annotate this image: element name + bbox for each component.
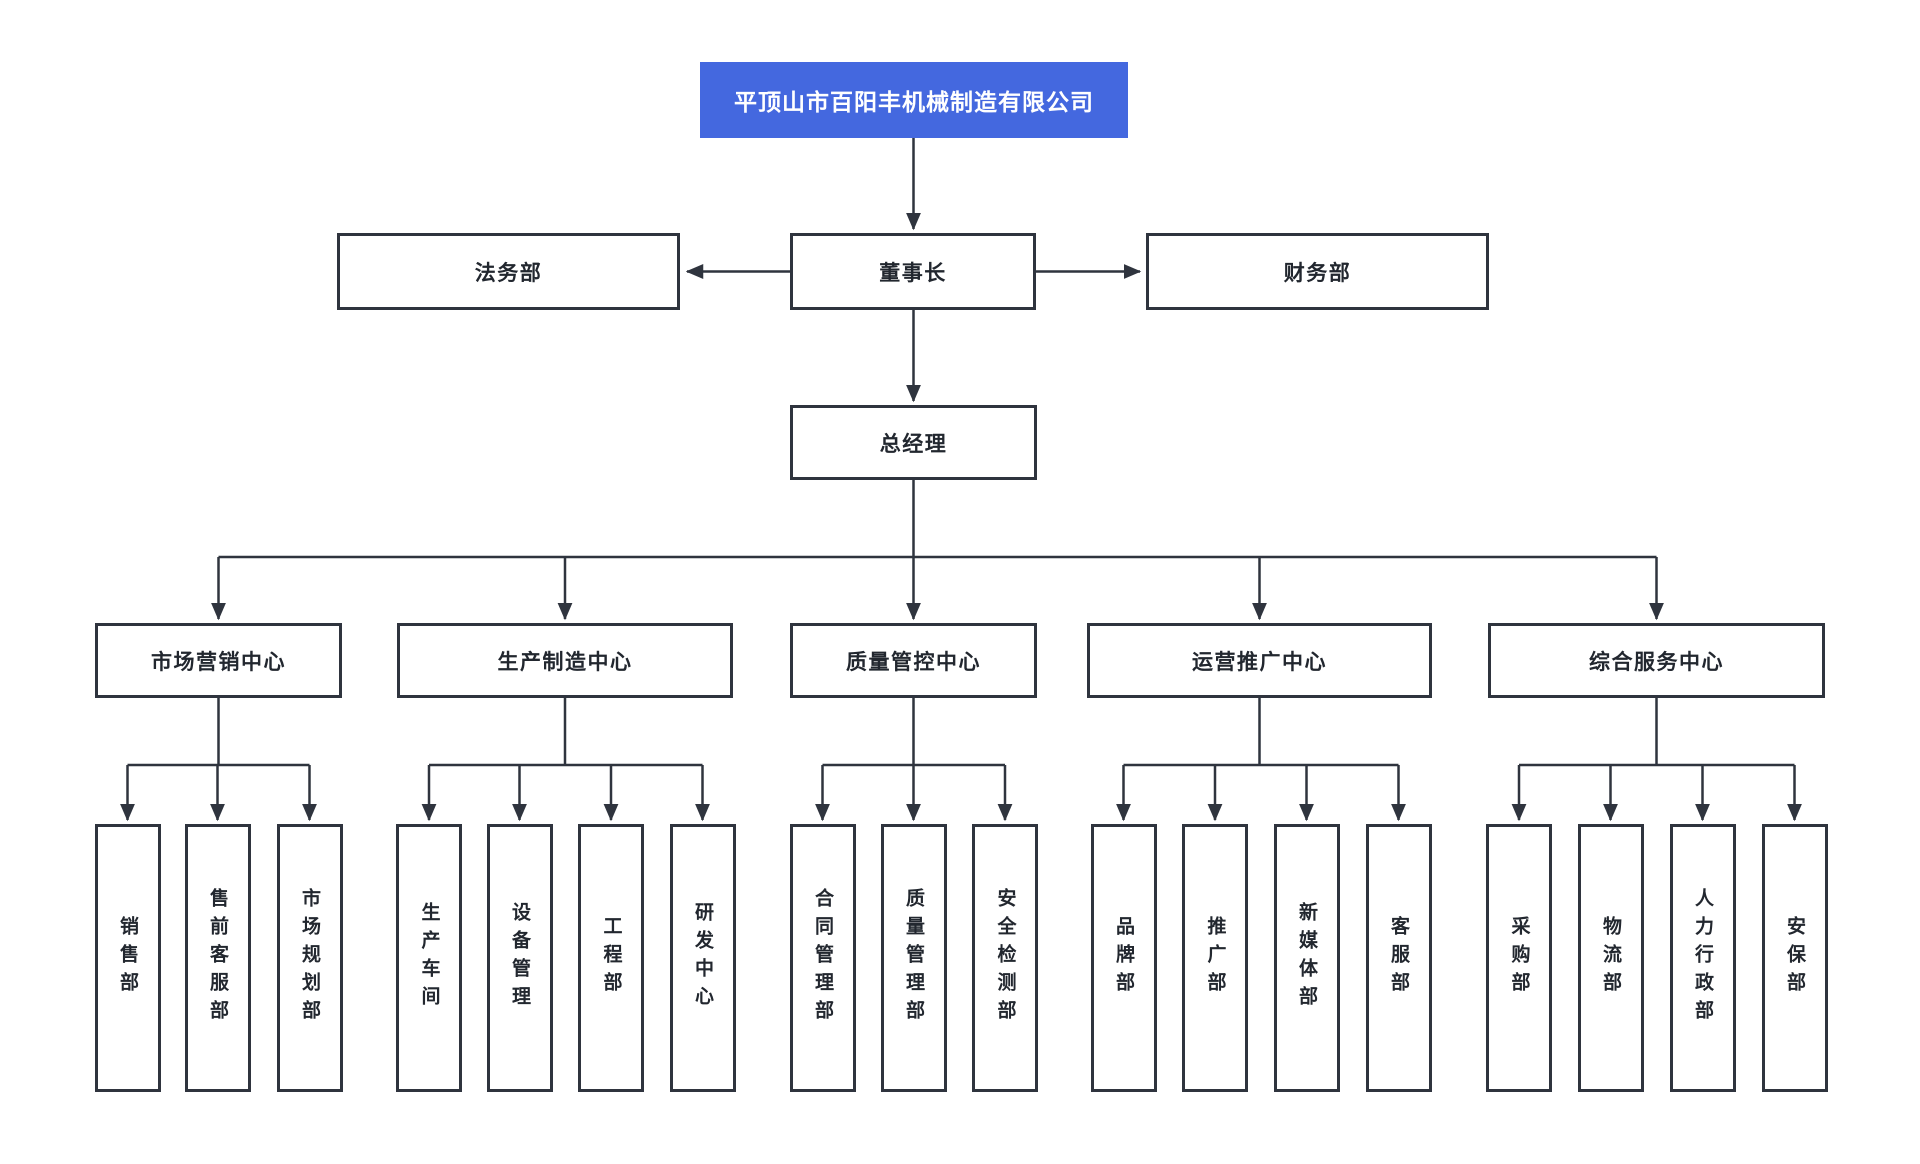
org-node-presales-service-dept[interactable]: 售前客服部 bbox=[184, 824, 251, 1092]
org-node-hr-admin-dept-label: 人力行政部 bbox=[1692, 888, 1713, 1028]
org-node-engineering-dept[interactable]: 工程部 bbox=[578, 824, 644, 1092]
org-node-engineering-dept-label: 工程部 bbox=[600, 916, 622, 1000]
org-node-quality-center-label: 质量管控中心 bbox=[846, 650, 981, 674]
org-node-rd-center[interactable]: 研发中心 bbox=[669, 824, 736, 1092]
org-node-sales-dept-label: 销售部 bbox=[117, 916, 138, 1000]
org-node-customer-service-dept[interactable]: 客服部 bbox=[1365, 824, 1432, 1092]
org-node-customer-service-dept-label: 客服部 bbox=[1388, 916, 1409, 1000]
org-node-market-planning-dept[interactable]: 市场规划部 bbox=[276, 824, 343, 1092]
org-node-safety-inspection-dept-label: 安全检测部 bbox=[994, 888, 1016, 1028]
org-node-operations-center[interactable]: 运营推广中心 bbox=[1087, 623, 1432, 698]
org-node-safety-inspection-dept[interactable]: 安全检测部 bbox=[972, 824, 1038, 1092]
org-node-contract-management-dept-label: 合同管理部 bbox=[812, 888, 833, 1028]
org-node-security-dept-label: 安保部 bbox=[1784, 916, 1805, 1000]
org-node-new-media-dept-label: 新媒体部 bbox=[1296, 902, 1317, 1014]
org-node-legal-dept[interactable]: 法务部 bbox=[337, 233, 680, 310]
org-node-presales-service-dept-label: 售前客服部 bbox=[207, 888, 228, 1028]
org-node-services-center-label: 综合服务中心 bbox=[1589, 650, 1724, 674]
org-node-root[interactable]: 平顶山市百阳丰机械制造有限公司 bbox=[700, 62, 1128, 138]
org-node-quality-center[interactable]: 质量管控中心 bbox=[790, 623, 1037, 698]
org-node-quality-management-dept-label: 质量管理部 bbox=[903, 888, 924, 1028]
org-node-operations-center-label: 运营推广中心 bbox=[1192, 650, 1327, 674]
org-node-equipment-management-label: 设备管理 bbox=[509, 902, 530, 1014]
org-node-new-media-dept[interactable]: 新媒体部 bbox=[1273, 824, 1340, 1092]
org-node-general-manager[interactable]: 总经理 bbox=[790, 405, 1037, 480]
org-node-services-center[interactable]: 综合服务中心 bbox=[1488, 623, 1825, 698]
org-node-root-label: 平顶山市百阳丰机械制造有限公司 bbox=[734, 89, 1094, 115]
org-node-promotion-dept-label: 推广部 bbox=[1204, 916, 1226, 1000]
org-node-chairman-label: 董事长 bbox=[879, 261, 947, 285]
org-node-brand-dept[interactable]: 品牌部 bbox=[1090, 824, 1157, 1092]
org-node-hr-admin-dept[interactable]: 人力行政部 bbox=[1669, 824, 1736, 1092]
org-node-legal-dept-label: 法务部 bbox=[474, 261, 543, 285]
org-node-production-workshop-label: 生产车间 bbox=[418, 902, 440, 1014]
org-node-promotion-dept[interactable]: 推广部 bbox=[1182, 824, 1248, 1092]
org-node-finance-dept[interactable]: 财务部 bbox=[1146, 233, 1489, 310]
org-node-rd-center-label: 研发中心 bbox=[692, 902, 713, 1014]
org-node-production-workshop[interactable]: 生产车间 bbox=[396, 824, 462, 1092]
org-node-logistics-dept[interactable]: 物流部 bbox=[1577, 824, 1644, 1092]
org-node-production-center[interactable]: 生产制造中心 bbox=[397, 623, 733, 698]
org-node-general-manager-label: 总经理 bbox=[879, 432, 948, 456]
org-node-chairman[interactable]: 董事长 bbox=[790, 233, 1036, 310]
org-node-marketing-center[interactable]: 市场营销中心 bbox=[95, 623, 342, 698]
org-node-production-center-label: 生产制造中心 bbox=[497, 650, 633, 674]
org-node-brand-dept-label: 品牌部 bbox=[1113, 916, 1134, 1000]
org-node-quality-management-dept[interactable]: 质量管理部 bbox=[880, 824, 947, 1092]
org-node-contract-management-dept[interactable]: 合同管理部 bbox=[789, 824, 856, 1092]
org-node-market-planning-dept-label: 市场规划部 bbox=[299, 888, 320, 1028]
org-node-equipment-management[interactable]: 设备管理 bbox=[486, 824, 553, 1092]
org-node-logistics-dept-label: 物流部 bbox=[1600, 916, 1621, 1000]
org-node-marketing-center-label: 市场营销中心 bbox=[151, 650, 286, 674]
org-node-sales-dept[interactable]: 销售部 bbox=[94, 824, 161, 1092]
org-node-security-dept[interactable]: 安保部 bbox=[1761, 824, 1828, 1092]
org-node-purchasing-dept-label: 采购部 bbox=[1508, 916, 1530, 1000]
org-node-purchasing-dept[interactable]: 采购部 bbox=[1486, 824, 1552, 1092]
org-node-finance-dept-label: 财务部 bbox=[1283, 261, 1352, 285]
